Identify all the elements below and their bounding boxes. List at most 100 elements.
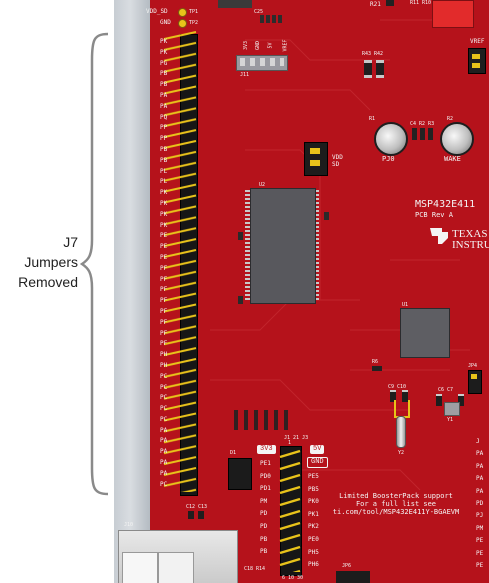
label-y2: Y2	[398, 450, 405, 456]
label-r2: R2	[447, 116, 454, 122]
resistor-r42	[376, 60, 384, 78]
notice-line-1: Limited BoosterPack support	[339, 492, 453, 500]
j7-pin-label: PC	[160, 372, 168, 380]
label-y1: Y1	[447, 417, 454, 423]
j3-pin-right: PH5	[308, 548, 319, 556]
passives-row	[412, 128, 434, 140]
usb-connector-j10-inner	[122, 552, 158, 583]
ti-logo-icon	[430, 228, 448, 244]
right-edge-label: PA	[476, 487, 484, 495]
right-edge-label: PM	[476, 524, 484, 532]
j7-pin-label: PH	[160, 351, 168, 359]
j7-pin-label: PB	[160, 156, 168, 164]
label-brand-top: TEXAS	[452, 228, 488, 240]
label-u1: U1	[402, 302, 409, 308]
crystal-y1	[444, 402, 460, 416]
vref-jumper-pin-2	[472, 63, 480, 68]
j3-pin-left: PD	[260, 522, 268, 530]
j7-pin-label: PE	[160, 243, 168, 251]
j7-pin-label: PG	[160, 59, 168, 67]
j7-pin-label: PC	[160, 480, 168, 488]
resistor-r43	[364, 60, 372, 78]
passive-cluster	[234, 410, 294, 430]
j7-pin-label: PC	[160, 394, 168, 402]
right-edge-label: PJ	[476, 512, 484, 520]
label-c6-c7: C6 C7	[438, 387, 454, 393]
label-vdd-sd-top: VDD_SD	[146, 8, 168, 15]
j7-pin-label: PA	[160, 91, 168, 99]
testpoint-tp1	[178, 8, 187, 17]
j7-pin-label: PP	[160, 135, 168, 143]
right-edge-labels: J PA PA PA PA PD PJ PM PE PE PE	[476, 436, 489, 572]
chip-d1	[228, 458, 252, 490]
passive-top-2	[266, 15, 270, 23]
j3-pin-left: PD	[260, 510, 268, 518]
label-pj0: PJ0	[382, 155, 395, 163]
usb-connector-j10-inner-2	[158, 552, 194, 583]
label-passives: C4 R2 R3	[410, 121, 435, 127]
right-edge-label: PE	[476, 561, 484, 569]
vlabel-5v: 5V	[267, 42, 274, 49]
red-component	[432, 0, 474, 28]
j7-pin-label: PC	[160, 415, 168, 423]
label-j3-header: J1 21 J3	[284, 435, 309, 441]
j7-pin-label: PL	[160, 167, 168, 175]
curly-brace	[80, 32, 109, 496]
j3-pin-right: PK2	[308, 523, 319, 531]
cap-c1	[238, 232, 243, 240]
label-u2: U2	[259, 182, 266, 188]
top-connector	[218, 0, 252, 8]
pill-gnd: GND	[307, 457, 328, 468]
j7-pin-label: PB	[160, 145, 168, 153]
passive-top-1	[260, 15, 264, 23]
vlabel-vref: VREF	[282, 39, 289, 52]
j7-pin-label: PL	[160, 178, 168, 186]
label-c25: C25	[254, 9, 264, 15]
j3-pin-left: PD1	[260, 485, 271, 493]
j7-pin-label: PE	[160, 253, 168, 261]
j3-pin-left: PE1	[260, 460, 271, 467]
label-c9-c10: C9 C10	[388, 384, 407, 390]
j7-pin-label: PA	[160, 469, 168, 477]
j7-pin-label: PP	[160, 124, 168, 132]
j7-pin-label: PF	[160, 340, 168, 348]
j7-pin-label: PQ	[160, 113, 168, 121]
j7-pin-label: PF	[160, 264, 168, 272]
right-edge-label: PE	[476, 537, 484, 545]
right-edge-label: PE	[476, 549, 484, 557]
right-edge-label: PD	[476, 499, 484, 507]
label-j3-sub: 1	[288, 440, 292, 446]
cap-c9	[390, 390, 396, 402]
j3-left-labels: PE1 PD0 PD1 PM PD PD PB PB	[260, 457, 278, 558]
vlabel-3v3: 3V3	[243, 40, 250, 51]
j7-pin-label: PF	[160, 329, 168, 337]
vlabel-gnd: GND	[255, 40, 262, 51]
j3-pin-left: PD0	[260, 472, 271, 480]
resistor-r6	[372, 366, 382, 371]
j3-pin-right: PK1	[308, 510, 319, 518]
j3-pin-right: PE0	[308, 535, 319, 543]
j7-pin-label: PC	[160, 383, 168, 391]
j7-pin-label: PA	[160, 459, 168, 467]
j3-pin-left: PB	[260, 548, 268, 556]
j3-pin-left: PM	[260, 497, 268, 505]
label-vdd-sd-jumper: VDD SD	[332, 154, 343, 168]
cap-c2	[324, 212, 329, 220]
j11-pins	[240, 58, 284, 66]
j7-pin-label: PA	[160, 426, 168, 434]
j7-pin-label: PK	[160, 189, 168, 197]
label-tp1: TP1	[189, 9, 199, 15]
label-r6: R6	[372, 359, 379, 365]
right-edge-label: PA	[476, 450, 484, 458]
label-r11-r10: R11 R10	[410, 0, 432, 6]
j7-pin-label: PA	[160, 102, 168, 110]
label-j11: J11	[240, 72, 250, 78]
j7-pin-stripes	[162, 30, 202, 492]
jumper-jp4-pin	[471, 374, 477, 379]
j3-pin-right: PH6	[308, 561, 319, 569]
pill-5v: 5V	[310, 445, 325, 454]
cap-c3	[238, 296, 243, 304]
label-jp4: JP4	[468, 363, 478, 369]
button-wake	[440, 122, 474, 156]
vdd-sd-jumper-pin-1	[310, 148, 320, 154]
